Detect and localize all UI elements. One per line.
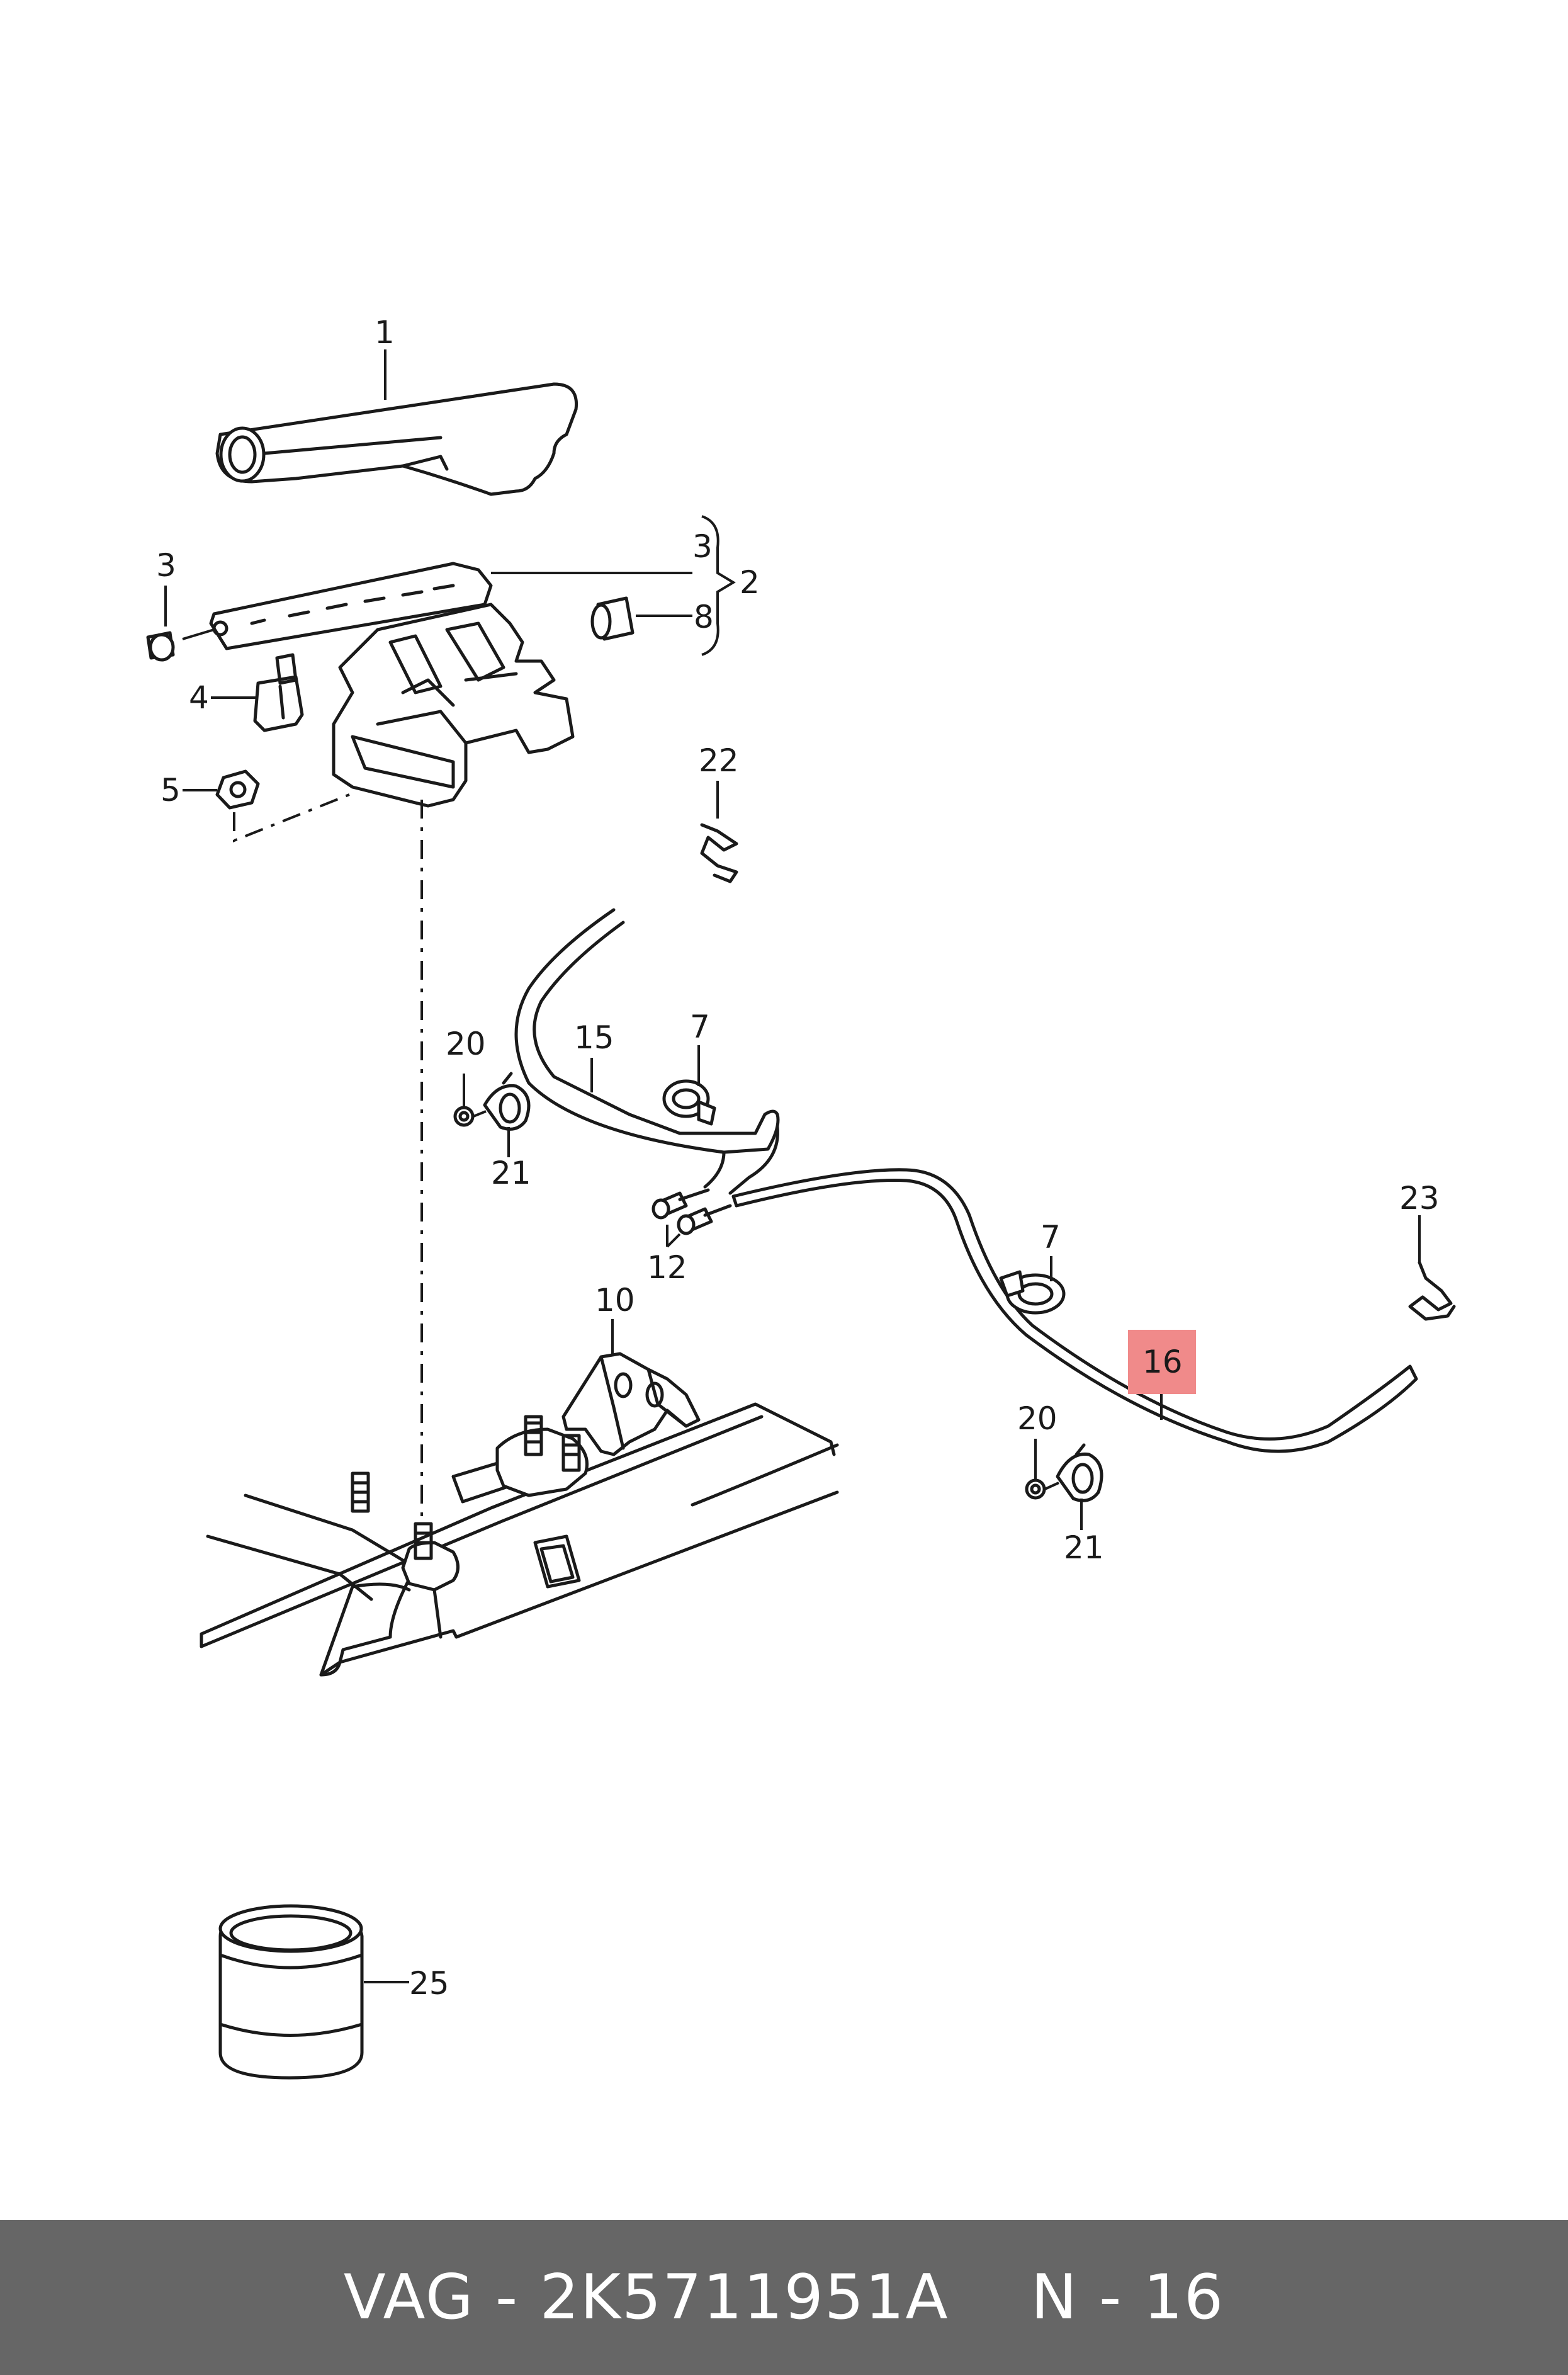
part-10-floor-tunnel[interactable] bbox=[200, 1352, 839, 1677]
part-5-nut[interactable] bbox=[215, 769, 260, 810]
callout-5: 5 bbox=[161, 772, 181, 808]
callout-20-lower: 20 bbox=[1017, 1400, 1058, 1437]
callout-7-upper: 7 bbox=[690, 1009, 710, 1045]
part-12-cable-ends[interactable] bbox=[651, 1188, 732, 1235]
part-23-spring-clip[interactable] bbox=[1408, 1261, 1456, 1321]
part-25-sleeve[interactable] bbox=[218, 1904, 364, 2080]
callout-21-lower: 21 bbox=[1064, 1529, 1104, 1566]
part-21-clamp-lower[interactable] bbox=[1056, 1443, 1103, 1502]
callout-21-upper: 21 bbox=[491, 1155, 531, 1191]
diagram-position: N - 16 bbox=[1030, 2262, 1225, 2333]
mounting-studs bbox=[351, 1415, 581, 1560]
part-number-footer: VAG - 2K5711951A N - 16 bbox=[0, 2220, 1568, 2375]
part-3-cap[interactable] bbox=[146, 631, 175, 662]
callout-16: 16 bbox=[1142, 1344, 1183, 1380]
callout-1: 1 bbox=[375, 314, 395, 351]
callout-10: 10 bbox=[595, 1282, 635, 1318]
parts-diagram: 1 3 2 3 8 4 5 bbox=[146, 314, 1456, 2080]
part-8-bushing[interactable] bbox=[590, 596, 635, 641]
part-7-grommet-upper[interactable] bbox=[662, 1079, 716, 1126]
part-4-switch[interactable] bbox=[253, 653, 304, 732]
callout-22: 22 bbox=[699, 742, 739, 779]
part-code: VAG - 2K5711951A bbox=[343, 2262, 949, 2333]
callout-23: 23 bbox=[1399, 1180, 1440, 1216]
part-16-rear-cable[interactable] bbox=[731, 1168, 1418, 1453]
part-15-front-cable[interactable] bbox=[514, 908, 780, 1195]
callout-3: 3 bbox=[156, 547, 176, 584]
callout-3-bracket: 3 bbox=[692, 528, 713, 565]
callout-16-highlight bbox=[1128, 1330, 1196, 1394]
callout-15: 15 bbox=[574, 1019, 614, 1056]
callout-12: 12 bbox=[647, 1249, 687, 1286]
part-21-clamp-upper[interactable] bbox=[483, 1072, 531, 1131]
part-20-nut-lower[interactable] bbox=[1025, 1478, 1046, 1500]
part-2-lever-assembly[interactable] bbox=[209, 562, 575, 808]
callout-2: 2 bbox=[740, 564, 760, 601]
callout-4: 4 bbox=[189, 679, 209, 716]
part-22-spring-clip[interactable] bbox=[700, 823, 738, 883]
callout-8: 8 bbox=[694, 599, 714, 635]
callout-25: 25 bbox=[409, 1965, 449, 2002]
callout-20-upper: 20 bbox=[446, 1026, 486, 1062]
part-20-nut-upper[interactable] bbox=[453, 1106, 475, 1127]
part-7-grommet-lower[interactable] bbox=[999, 1270, 1066, 1315]
part-1-handbrake-grip[interactable] bbox=[215, 382, 578, 496]
callout-7-lower: 7 bbox=[1041, 1219, 1061, 1256]
